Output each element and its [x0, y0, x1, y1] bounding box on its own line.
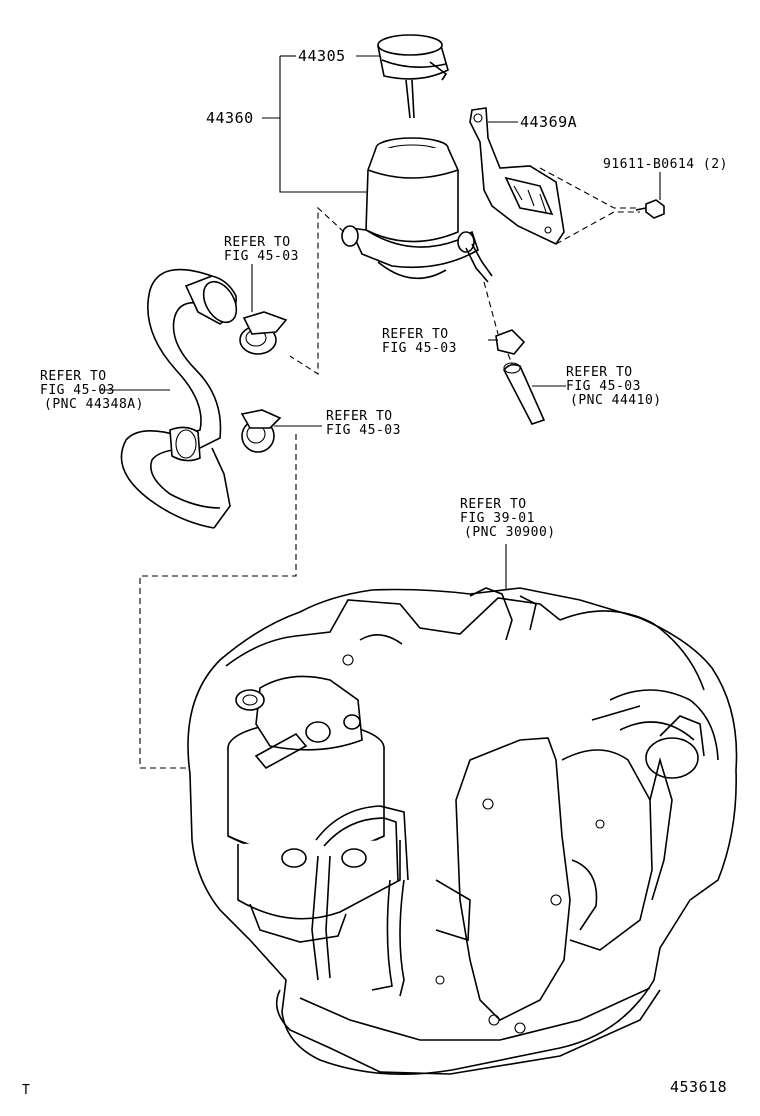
bolt	[635, 199, 665, 219]
ref-hose-right-line1: REFER TO	[566, 365, 633, 380]
hose-clamp-lower	[240, 409, 322, 453]
reservoir-bracket	[469, 107, 565, 246]
bolt-dash-2	[555, 211, 640, 245]
ref-hose-left-line2: FIG 45-03	[40, 383, 115, 398]
label-44360: 44360	[206, 109, 254, 127]
ref-hose-right-line3: (PNC 44410)	[570, 393, 662, 408]
ref-hose-right-line2: FIG 45-03	[566, 379, 641, 394]
ref-clamp-right-line1: REFER TO	[382, 327, 449, 342]
label-44305: 44305	[298, 47, 346, 65]
ref-clamp-upper-line2: FIG 45-03	[224, 249, 299, 264]
ref-hose-left-line1: REFER TO	[40, 369, 107, 384]
ref-hose-left-line3: (PNC 44348A)	[44, 397, 144, 412]
hose-dash-upper	[289, 206, 345, 376]
corner-mark: T	[22, 1083, 31, 1098]
ref-engine-line1: REFER TO	[460, 497, 527, 512]
label-bolt: 91611-B0614 (2)	[603, 157, 728, 172]
bolt-dash-1	[539, 167, 640, 209]
small-hose-dash	[483, 281, 499, 335]
figure-id: 453618	[670, 1078, 728, 1096]
hose-clamp-upper	[239, 264, 288, 355]
label-44369a: 44369A	[520, 113, 578, 131]
ref-engine-line2: FIG 39-01	[460, 511, 535, 526]
return-hose	[120, 268, 238, 529]
ref-clamp-lower-line2: FIG 45-03	[326, 423, 401, 438]
ref-clamp-lower-line1: REFER TO	[326, 409, 393, 424]
engine-assembly	[187, 587, 738, 1076]
ref-engine-line3: (PNC 30900)	[464, 525, 556, 540]
pump-dash	[139, 434, 297, 769]
reservoir-cap	[377, 34, 449, 119]
leader-44360	[279, 56, 370, 193]
reservoir-body	[341, 137, 493, 283]
reservoir-hose-small	[483, 281, 566, 425]
ref-clamp-right-line2: FIG 45-03	[382, 341, 457, 356]
ref-clamp-upper-line1: REFER TO	[224, 235, 291, 250]
